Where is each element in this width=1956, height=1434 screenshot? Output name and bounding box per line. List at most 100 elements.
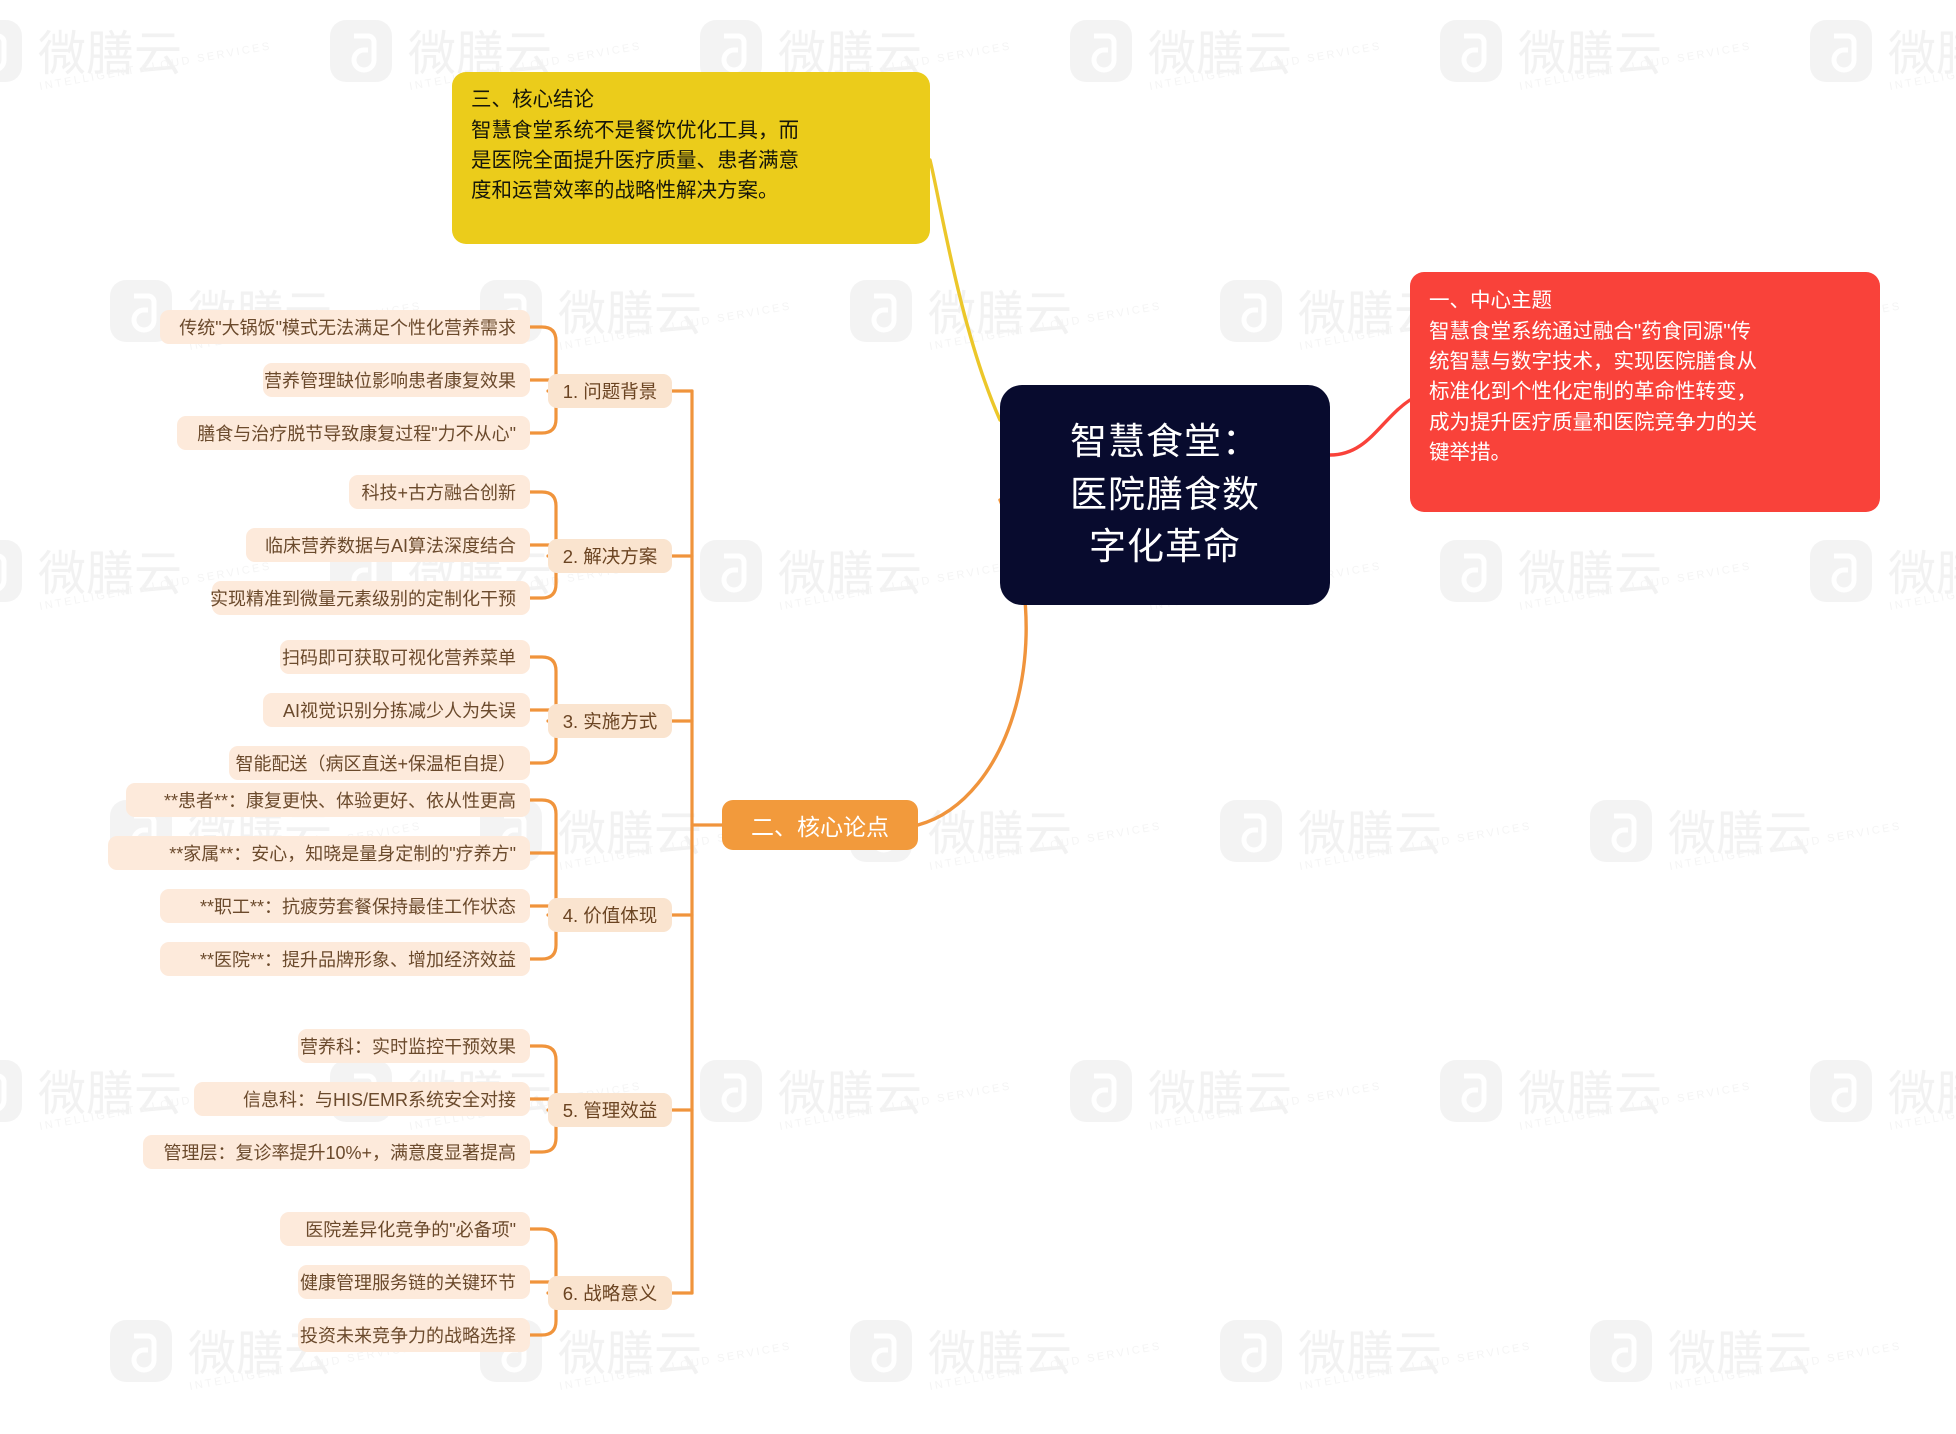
leaf-node-1-2[interactable]: 营养管理缺位影响患者康复效果 [263, 363, 530, 397]
leaf-node-3-2[interactable]: AI视觉识别分拣减少人为失误 [263, 693, 530, 727]
branch-node-4[interactable]: 4. 价值体现 [548, 898, 672, 932]
svg-text:INTELLIGENT CLOUD SERVICES: INTELLIGENT CLOUD SERVICES [1148, 1080, 1382, 1133]
branch-node-3[interactable]: 3. 实施方式 [548, 704, 672, 738]
branch-label: 5. 管理效益 [562, 1100, 658, 1121]
leaf-label: 临床营养数据与AI算法深度结合 [264, 536, 516, 556]
svg-text:微膳云: 微膳云 [558, 1328, 702, 1381]
leaf-node-2-1[interactable]: 科技+古方融合创新 [349, 475, 530, 509]
conclusion-callout-line-1: 智慧食堂系统不是餐饮优化工具，而 [471, 119, 799, 143]
svg-text:INTELLIGENT CLOUD SERVICES: INTELLIGENT CLOUD SERVICES [1518, 40, 1752, 93]
central-topic-line-3: 字化革命 [1089, 526, 1241, 568]
leaf-node-6-3[interactable]: 投资未来竞争力的战略选择 [298, 1318, 530, 1352]
leaf-node-4-4[interactable]: **医院**：提升品牌形象、增加经济效益 [160, 942, 530, 976]
leaf-label: 膳食与治疗脱节导致康复过程"力不从心" [197, 424, 516, 444]
center-theme-callout-title: 一、中心主题 [1429, 289, 1552, 312]
central-topic-line-1: 智慧食堂： [1070, 421, 1260, 463]
svg-text:微膳云: 微膳云 [1148, 1068, 1292, 1121]
branch-node-2[interactable]: 2. 解决方案 [548, 539, 672, 573]
center-theme-callout-line-2: 统智慧与数字技术，实现医院膳食从 [1429, 350, 1757, 374]
core-argument-node[interactable]: 二、核心论点 [722, 800, 918, 850]
leaf-label: **医院**：提升品牌形象、增加经济效益 [199, 950, 516, 970]
leaf-label: **患者**：康复更快、体验更好、依从性更高 [163, 791, 516, 811]
svg-text:INTELLIGENT CLOUD SERVICES: INTELLIGENT CLOUD SERVICES [558, 1340, 792, 1393]
leaf-node-4-3[interactable]: **职工**：抗疲劳套餐保持最佳工作状态 [160, 889, 530, 923]
svg-text:INTELLIGENT CLOUD SERVICES: INTELLIGENT CLOUD SERVICES [1298, 1340, 1532, 1393]
svg-text:微膳云: 微膳云 [38, 548, 182, 601]
svg-text:INTELLIGENT CLOUD SERVICES: INTELLIGENT CLOUD SERVICES [928, 1340, 1162, 1393]
center-theme-callout-node[interactable]: 一、中心主题 智慧食堂系统通过融合"药食同源"传 统智慧与数字技术，实现医院膳食… [1410, 272, 1880, 512]
svg-text:INTELLIGENT CLOUD SERVICES: INTELLIGENT CLOUD SERVICES [1298, 820, 1532, 873]
edge-central-to-conclusion [928, 158, 1002, 422]
branch-node-5[interactable]: 5. 管理效益 [548, 1093, 672, 1127]
svg-text:微膳云: 微膳云 [1888, 1068, 1956, 1121]
svg-text:INTELLIGENT CLOUD SERVICES: INTELLIGENT CLOUD SERVICES [1888, 1080, 1956, 1133]
leaf-label: 智能配送（病区直送+保温柜自提） [235, 754, 516, 774]
leaf-node-5-3[interactable]: 管理层：复诊率提升10%+，满意度显著提高 [143, 1135, 530, 1169]
leaf-label: 健康管理服务链的关键环节 [300, 1273, 516, 1293]
branch-label: 4. 价值体现 [562, 905, 658, 926]
leaf-label: **职工**：抗疲劳套餐保持最佳工作状态 [199, 897, 516, 917]
leaf-node-4-1[interactable]: **患者**：康复更快、体验更好、依从性更高 [126, 783, 530, 817]
leaf-node-1-3[interactable]: 膳食与治疗脱节导致康复过程"力不从心" [177, 416, 530, 450]
leaf-label: 实现精准到微量元素级别的定制化干预 [210, 589, 516, 609]
central-topic-line-2: 医院膳食数 [1070, 473, 1260, 515]
branch-label: 1. 问题背景 [562, 381, 658, 402]
center-theme-callout-line-1: 智慧食堂系统通过融合"药食同源"传 [1429, 320, 1752, 344]
svg-text:INTELLIGENT CLOUD SERVICES: INTELLIGENT CLOUD SERVICES [1888, 560, 1956, 613]
svg-text:微膳云: 微膳云 [1888, 28, 1956, 81]
svg-text:微膳云: 微膳云 [1668, 1328, 1812, 1381]
leaf-node-4-2[interactable]: **家属**：安心，知晓是量身定制的"疗养方" [108, 836, 530, 870]
leaf-node-3-1[interactable]: 扫码即可获取可视化营养菜单 [280, 640, 530, 674]
leaf-label: 投资未来竞争力的战略选择 [300, 1326, 516, 1346]
conclusion-callout-line-3: 度和运营效率的战略性解决方案。 [471, 179, 779, 203]
leaf-node-1-1[interactable]: 传统"大锅饭"模式无法满足个性化营养需求 [160, 310, 530, 344]
svg-text:微膳云: 微膳云 [1518, 548, 1662, 601]
svg-text:INTELLIGENT CLOUD SERVICES: INTELLIGENT CLOUD SERVICES [558, 300, 792, 353]
svg-text:INTELLIGENT CLOUD SERVICES: INTELLIGENT CLOUD SERVICES [1518, 560, 1752, 613]
leaf-label: 营养科：实时监控干预效果 [300, 1037, 516, 1057]
leaf-node-5-1[interactable]: 营养科：实时监控干预效果 [298, 1029, 530, 1063]
center-theme-callout-line-5: 键举措。 [1429, 440, 1511, 464]
leaf-node-3-3[interactable]: 智能配送（病区直送+保温柜自提） [229, 746, 530, 780]
leaf-label: 医院差异化竞争的"必备项" [305, 1220, 516, 1240]
svg-text:微膳云: 微膳云 [1298, 808, 1442, 861]
branch-node-6[interactable]: 6. 战略意义 [548, 1276, 672, 1310]
svg-text:INTELLIGENT CLOUD SERVICES: INTELLIGENT CLOUD SERVICES [1668, 1340, 1902, 1393]
leaf-node-6-1[interactable]: 医院差异化竞争的"必备项" [280, 1212, 530, 1246]
svg-text:微膳云: 微膳云 [1518, 1068, 1662, 1121]
leaf-node-2-2[interactable]: 临床营养数据与AI算法深度结合 [246, 528, 530, 562]
leaf-label: 信息科：与HIS/EMR系统安全对接 [242, 1090, 516, 1110]
leaf-node-6-2[interactable]: 健康管理服务链的关键环节 [298, 1265, 530, 1299]
conclusion-callout-node[interactable]: 三、核心结论 智慧食堂系统不是餐饮优化工具，而 是医院全面提升医疗质量、患者满意… [452, 72, 930, 244]
svg-text:微膳云: 微膳云 [1298, 1328, 1442, 1381]
central-topic-node[interactable]: 智慧食堂： 医院膳食数 字化革命 [1000, 385, 1330, 605]
svg-text:INTELLIGENT CLOUD SERVICES: INTELLIGENT CLOUD SERVICES [928, 300, 1162, 353]
svg-text:INTELLIGENT CLOUD SERVICES: INTELLIGENT CLOUD SERVICES [778, 560, 1012, 613]
branch-label: 2. 解决方案 [562, 546, 658, 567]
center-theme-callout-line-3: 标准化到个性化定制的革命性转变， [1429, 380, 1757, 404]
svg-text:微膳云: 微膳云 [38, 1068, 182, 1121]
leaf-label: 传统"大锅饭"模式无法满足个性化营养需求 [179, 318, 516, 338]
leaf-node-5-2[interactable]: 信息科：与HIS/EMR系统安全对接 [194, 1082, 530, 1116]
svg-text:INTELLIGENT CLOUD SERVICES: INTELLIGENT CLOUD SERVICES [38, 40, 272, 93]
svg-text:INTELLIGENT CLOUD SERVICES: INTELLIGENT CLOUD SERVICES [1518, 1080, 1752, 1133]
svg-text:INTELLIGENT CLOUD SERVICES: INTELLIGENT CLOUD SERVICES [1148, 40, 1382, 93]
leaf-node-2-3[interactable]: 实现精准到微量元素级别的定制化干预 [210, 581, 530, 615]
svg-text:微膳云: 微膳云 [778, 548, 922, 601]
branch-node-1[interactable]: 1. 问题背景 [548, 374, 672, 408]
